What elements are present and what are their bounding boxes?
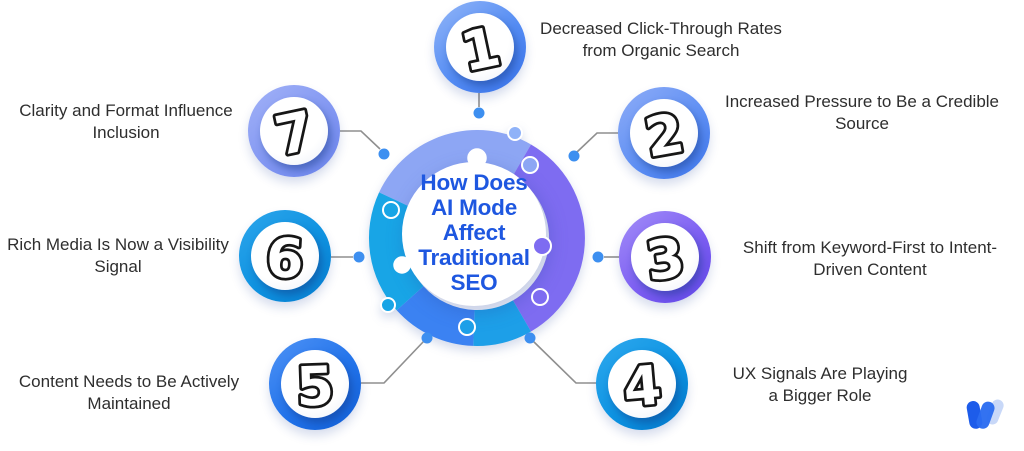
- puzzle-knob: [467, 148, 487, 168]
- puzzle-knob: [380, 297, 396, 313]
- connector-dot-5: [421, 332, 433, 344]
- connector-dot-1: [473, 107, 485, 119]
- step-number-6: 6: [264, 226, 305, 291]
- connector-line-2: [576, 132, 618, 153]
- connector-line-5: [361, 340, 425, 384]
- puzzle-knobs: [382, 148, 552, 336]
- puzzle-segment-right: [513, 144, 585, 332]
- step-circle-4: 4: [608, 350, 676, 423]
- connector-line-4: [532, 340, 599, 384]
- step-number-4: 4: [621, 353, 664, 419]
- step-node-6: 6: [239, 210, 331, 302]
- step-node-1: 1: [434, 1, 526, 93]
- puzzle-knob: [531, 288, 549, 306]
- step-label-6: Rich Media Is Now a Visibility Signal: [7, 235, 229, 276]
- step-label-5: Content Needs to Be Actively Maintained: [18, 372, 240, 413]
- step-number-7-icon: 7: [267, 96, 322, 171]
- brand-logo-icon: [966, 399, 1004, 429]
- step-number-7: 7: [270, 99, 320, 168]
- step-number-2-icon: 2: [638, 98, 691, 172]
- step-label-7: Clarity and Format Influence Inclusion: [19, 101, 233, 142]
- step-number-4-icon: 4: [618, 351, 666, 423]
- puzzle-knob: [458, 318, 476, 336]
- puzzle-knob: [393, 256, 411, 274]
- step-node-7: 7: [248, 85, 340, 177]
- puzzle-knob: [507, 125, 523, 141]
- step-number-3: 3: [642, 226, 688, 294]
- step-node-2: 2: [618, 87, 710, 179]
- step-circle-1: 1: [446, 12, 514, 87]
- puzzle-ring: [368, 125, 585, 346]
- step-circle-6: 6: [251, 222, 319, 294]
- puzzle-segment-bottom-left: [396, 286, 475, 346]
- step-node-4: 4: [596, 338, 688, 430]
- step-circle-7: 7: [260, 96, 328, 171]
- connector-dots: [353, 107, 604, 344]
- connector-dot-6: [353, 251, 365, 263]
- logo-bar-right: [976, 401, 995, 429]
- step-number-1-icon: 1: [453, 12, 508, 87]
- puzzle-segment-bottom-right: [473, 300, 531, 346]
- step-number-1: 1: [456, 15, 506, 84]
- step-label-3: Shift from Keyword-First to Intent- Driv…: [742, 238, 998, 279]
- step-node-3: 3: [619, 211, 711, 303]
- connector-dot-2: [568, 150, 580, 162]
- puzzle-segment-left: [368, 192, 424, 311]
- puzzle-knob: [382, 201, 400, 219]
- center-circle: [402, 162, 546, 306]
- connector-dot-3: [592, 251, 604, 263]
- step-circle-3: 3: [631, 223, 699, 296]
- step-label-2: Increased Pressure to Be a Credible Sour…: [724, 92, 1000, 133]
- step-node-5: 5: [269, 338, 361, 430]
- puzzle-knob: [521, 156, 539, 174]
- puzzle-knob: [532, 236, 552, 256]
- step-number-3-icon: 3: [640, 223, 691, 296]
- step-number-5-icon: 5: [292, 352, 337, 422]
- step-number-6-icon: 6: [262, 223, 308, 293]
- step-number-5: 5: [295, 354, 335, 418]
- connector-line-7: [340, 130, 381, 150]
- step-number-2: 2: [640, 101, 688, 170]
- center-title: How Does AI Mode Affect Traditional SEO: [418, 170, 530, 295]
- connectors: [331, 93, 619, 384]
- connector-dot-4: [524, 332, 536, 344]
- step-circle-5: 5: [281, 350, 349, 422]
- connector-dot-7: [378, 148, 390, 160]
- step-label-1: Decreased Click-Through Rates from Organ…: [540, 19, 782, 60]
- step-circle-2: 2: [630, 98, 698, 172]
- step-label-4: UX Signals Are Playing a Bigger Role: [732, 364, 908, 405]
